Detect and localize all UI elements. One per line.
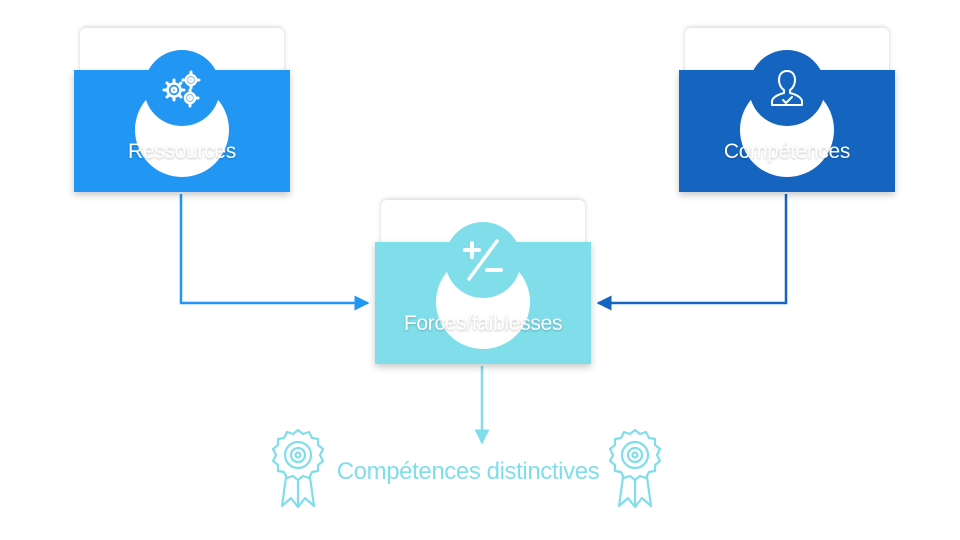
card-label: Ressources: [128, 140, 236, 163]
award-rosette-icon: [270, 428, 326, 515]
arrow-ressources-to-forces: [179, 194, 370, 311]
plus-minus-icon: [445, 222, 521, 298]
card-label: Compétences: [723, 140, 851, 163]
outcome-label: Compétences distinctives: [336, 458, 600, 485]
gears-icon: [144, 50, 220, 126]
card-label: Forces/faiblesses: [403, 312, 563, 335]
award-rosette-icon: [607, 428, 663, 515]
arrow-competences-to-forces: [596, 194, 788, 311]
user-check-icon: [749, 50, 825, 126]
